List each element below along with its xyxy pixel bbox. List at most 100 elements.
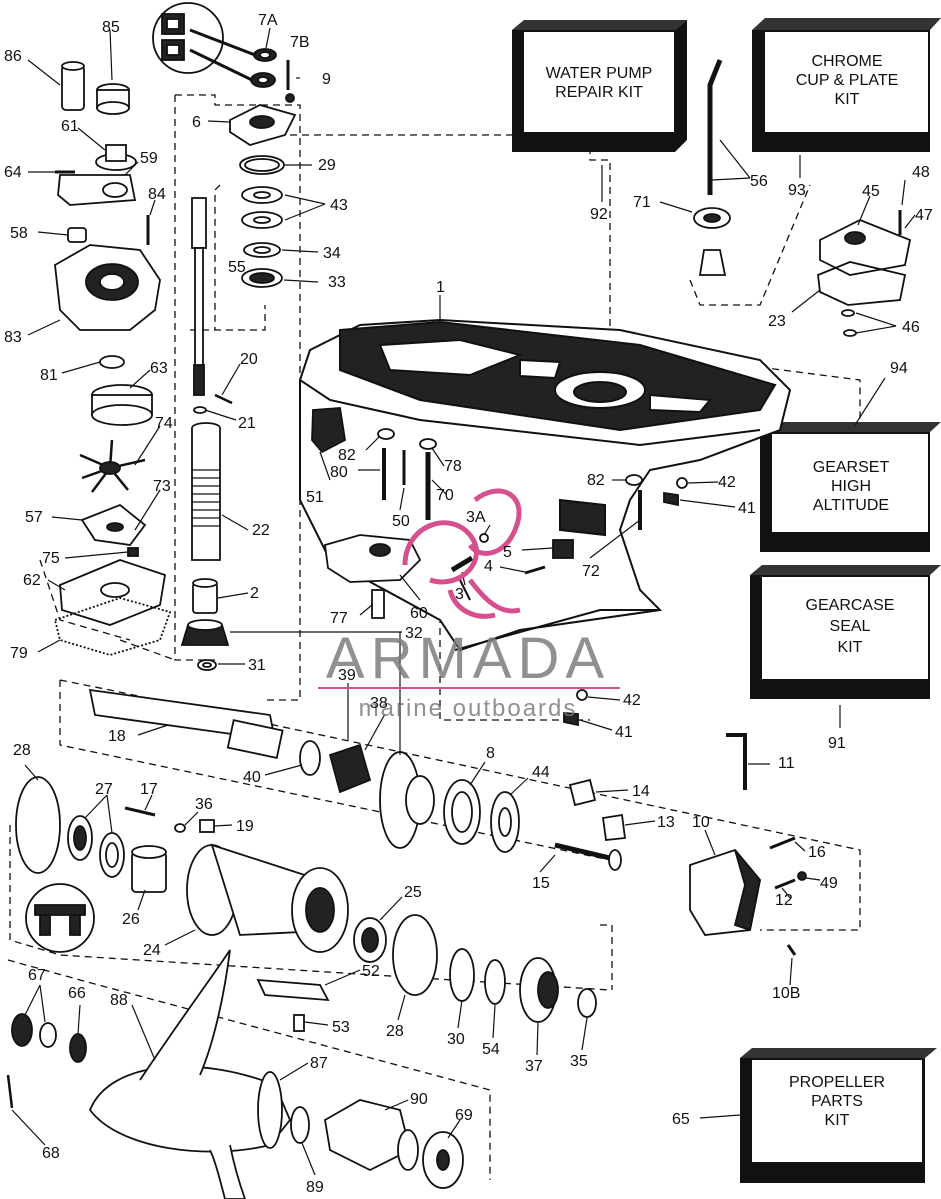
part-label: 42 xyxy=(623,692,641,709)
upper-right-parts xyxy=(693,59,912,337)
part-label: 2 xyxy=(250,585,259,602)
part-label: 71 xyxy=(633,194,651,211)
part-label: 94 xyxy=(890,360,908,377)
part-label: 42 xyxy=(718,474,736,491)
part-label: 28 xyxy=(13,742,31,759)
kit-propeller-line1: PROPELLER xyxy=(789,1074,885,1091)
part-label: 49 xyxy=(820,875,838,892)
part-label: 59 xyxy=(140,150,158,167)
part-label: 55 xyxy=(228,259,246,276)
part-label: 69 xyxy=(455,1107,473,1124)
part-label: 27 xyxy=(95,781,113,798)
part-label: 52 xyxy=(362,963,380,980)
part-label: 14 xyxy=(632,783,650,800)
part-label: 17 xyxy=(140,781,158,798)
kit-gearset-line2: HIGH xyxy=(831,478,871,495)
part-label: 41 xyxy=(615,724,633,741)
propshaft-row xyxy=(88,688,807,956)
part-label: 13 xyxy=(657,814,675,831)
part-label: 56 xyxy=(750,173,768,190)
part-label: 73 xyxy=(153,478,171,495)
part-label: 53 xyxy=(332,1019,350,1036)
part-label: 68 xyxy=(42,1145,60,1162)
part-label: 38 xyxy=(370,695,388,712)
part-label: 93 xyxy=(788,182,806,199)
kit-gearset-line3: ALTITUDE xyxy=(813,497,889,514)
part-label: 58 xyxy=(10,225,28,242)
watermark-brand: ARMADA xyxy=(326,626,610,691)
part-label: 29 xyxy=(318,157,336,174)
part-label: 91 xyxy=(828,735,846,752)
kit-box-propeller: PROPELLER PARTS KIT xyxy=(740,1048,937,1183)
part-label: 21 xyxy=(238,415,256,432)
part-label: 85 xyxy=(102,19,120,36)
part-label: 80 xyxy=(330,464,348,481)
kit-box-gearset: GEARSET HIGH ALTITUDE xyxy=(760,422,941,552)
part-label: 7B xyxy=(290,34,310,51)
driveshaft-stack xyxy=(152,2,297,671)
part-label: 31 xyxy=(248,657,266,674)
part-label: 63 xyxy=(150,360,168,377)
kit-box-seal: GEARCASE SEAL KIT xyxy=(750,565,941,699)
part-label: 45 xyxy=(862,183,880,200)
part-label: 7A xyxy=(258,12,278,29)
part-label: 36 xyxy=(195,796,213,813)
part-label: 1 xyxy=(436,279,445,296)
part-label: 28 xyxy=(386,1023,404,1040)
part-label: 77 xyxy=(330,610,348,627)
part-label: 70 xyxy=(436,487,454,504)
kit-water-pump-line2: REPAIR KIT xyxy=(555,84,643,101)
part-label: 72 xyxy=(582,563,600,580)
part-label: 5 xyxy=(503,544,512,561)
part-label: 50 xyxy=(392,513,410,530)
part-label: 3A xyxy=(466,509,486,526)
kit-chrome-line2: CUP & PLATE xyxy=(796,72,899,89)
part-label: 22 xyxy=(252,522,270,539)
part-label: 37 xyxy=(525,1058,543,1075)
kit-seal-line2: SEAL xyxy=(830,618,871,635)
part-label: 92 xyxy=(590,206,608,223)
part-labels: 86 85 61 64 59 84 58 83 81 63 74 73 57 7… xyxy=(4,12,933,1196)
part-label: 81 xyxy=(40,367,58,384)
part-label: 10B xyxy=(772,985,800,1002)
part-label: 3 xyxy=(455,586,464,603)
part-label: 35 xyxy=(570,1053,588,1070)
part-label: 46 xyxy=(902,319,920,336)
part-label: 90 xyxy=(410,1091,428,1108)
part-label: 43 xyxy=(330,197,348,214)
part-label: 44 xyxy=(532,764,550,781)
kit-propeller-line2: PARTS xyxy=(811,1093,863,1110)
kit-seal-line1: GEARCASE xyxy=(806,597,895,614)
part-label: 19 xyxy=(236,818,254,835)
part-label: 83 xyxy=(4,329,22,346)
part-label: 8 xyxy=(486,745,495,762)
bearing-carrier-row xyxy=(15,776,597,1032)
part-label: 32 xyxy=(405,625,423,642)
part-label: 60 xyxy=(410,605,428,622)
part-label: 9 xyxy=(322,71,331,88)
kit-chrome-line3: KIT xyxy=(835,91,860,108)
part-label: 82 xyxy=(338,447,356,464)
part-label: 74 xyxy=(155,415,173,432)
part-label: 66 xyxy=(68,985,86,1002)
kit-box-chrome: CHROME CUP & PLATE KIT xyxy=(752,18,941,152)
part-label: 79 xyxy=(10,645,28,662)
part-label: 65 xyxy=(672,1111,690,1128)
gearcase-small-parts xyxy=(311,407,688,727)
part-label: 39 xyxy=(338,667,356,684)
kit-gearset-line1: GEARSET xyxy=(813,459,890,476)
part-label: 54 xyxy=(482,1041,500,1058)
kit-seal-line3: KIT xyxy=(838,639,863,656)
kit-propeller-line3: KIT xyxy=(825,1112,850,1129)
part-label: 10 xyxy=(692,814,710,831)
part-label: 88 xyxy=(110,992,128,1009)
part-label: 51 xyxy=(306,489,324,506)
part-label: 26 xyxy=(122,911,140,928)
part-label: 15 xyxy=(532,875,550,892)
part-label: 82 xyxy=(587,472,605,489)
part-label: 23 xyxy=(768,313,786,330)
part-label: 33 xyxy=(328,274,346,291)
leader-lines xyxy=(11,27,916,1176)
part-label: 6 xyxy=(192,114,201,131)
